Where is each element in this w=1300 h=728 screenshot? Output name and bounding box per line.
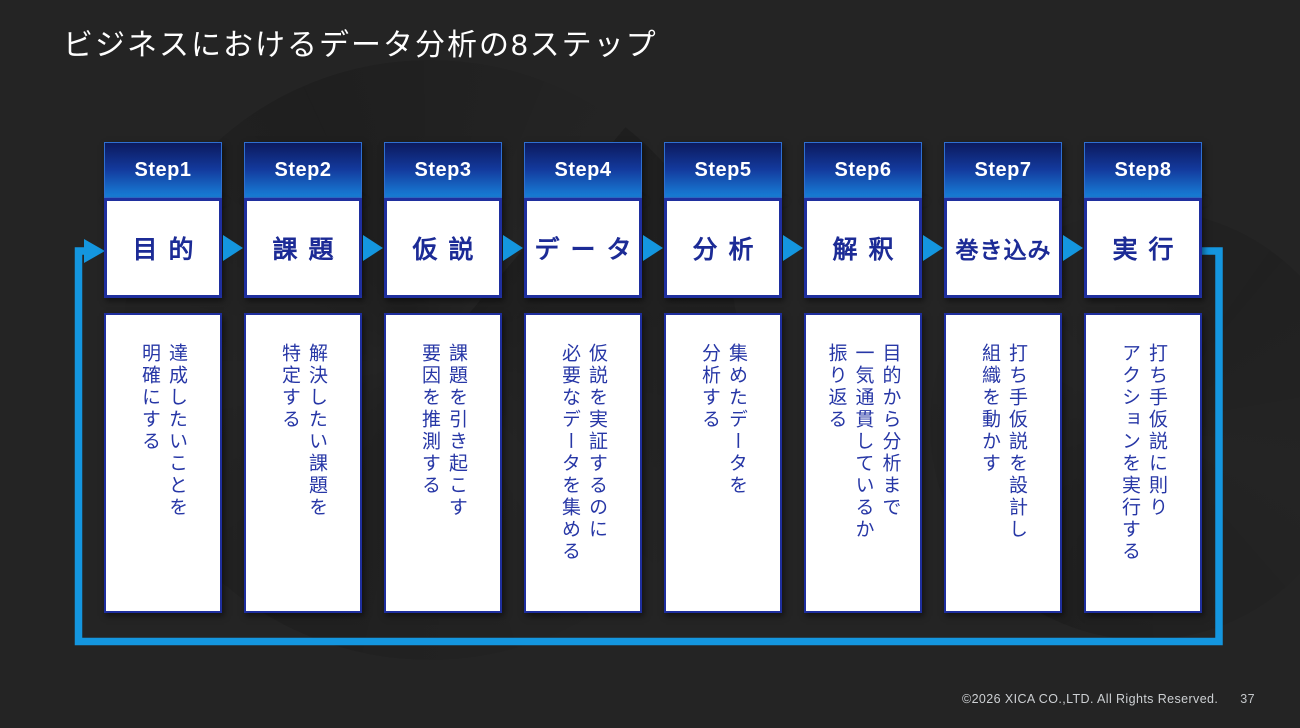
step-keyword: 巻き込み (955, 237, 1052, 263)
step-description: 打ち手仮説に則り アクションを実行する (1119, 343, 1167, 563)
step-keyword: 仮説 (412, 236, 485, 264)
step-keyword: 分析 (692, 236, 765, 264)
step-column-7: Step7 巻き込み 打ち手仮説を設計し 組織を動かす (944, 142, 1083, 613)
step-label: Step6 (834, 158, 892, 181)
step-description: 課題を引き起こす 要因を推測する (419, 343, 467, 519)
step-header: Step2 (244, 142, 362, 198)
step-header: Step8 (1084, 142, 1202, 198)
step-description-box: 課題を引き起こす 要因を推測する (384, 313, 502, 613)
step-column-2: Step2 課題 解決したい課題を 特定する (244, 142, 383, 613)
page-number: 37 (1240, 692, 1255, 706)
step-keyword: 課題 (272, 236, 345, 264)
loop-arrowhead-icon (84, 239, 105, 263)
step-keyword: 解釈 (832, 236, 905, 264)
step-label: Step5 (694, 158, 752, 181)
step-keyword: 目的 (132, 236, 205, 264)
step-keyword: データ (534, 236, 643, 264)
step-description-box: 打ち手仮説を設計し 組織を動かす (944, 313, 1062, 613)
step-keyword: 実行 (1112, 236, 1185, 264)
page-title: ビジネスにおけるデータ分析の8ステップ (63, 29, 658, 62)
step-label: Step4 (554, 158, 612, 181)
step-header: Step4 (524, 142, 642, 198)
step-description-box: 集めたデータを 分析する (664, 313, 782, 613)
next-step-arrow-icon (783, 235, 803, 261)
step-label: Step7 (974, 158, 1032, 181)
step-keyword-box: 実行 (1084, 198, 1202, 298)
step-header: Step7 (944, 142, 1062, 198)
step-label: Step1 (134, 158, 192, 181)
step-column-3: Step3 仮説 課題を引き起こす 要因を推測する (384, 142, 523, 613)
step-column-8: Step8 実行 打ち手仮説に則り アクションを実行する (1084, 142, 1202, 613)
step-column-1: Step1 目的 達成したいことを 明確にする (104, 142, 243, 613)
step-column-6: Step6 解釈 目的から分析まで 一気通貫しているか 振り返る (804, 142, 943, 613)
step-description-box: 打ち手仮説に則り アクションを実行する (1084, 313, 1202, 613)
step-header: Step1 (104, 142, 222, 198)
next-step-arrow-icon (1063, 235, 1083, 261)
step-description-box: 目的から分析まで 一気通貫しているか 振り返る (804, 313, 922, 613)
step-label: Step2 (274, 158, 332, 181)
step-keyword-box: 課題 (244, 198, 362, 298)
next-step-arrow-icon (363, 235, 383, 261)
step-keyword-box: 目的 (104, 198, 222, 298)
step-column-4: Step4 データ 仮説を実証するのに 必要なデータを集める (524, 142, 663, 613)
step-keyword-box: 巻き込み (944, 198, 1062, 298)
step-keyword-box: 仮説 (384, 198, 502, 298)
step-description: 達成したいことを 明確にする (139, 343, 187, 519)
step-keyword-box: データ (524, 198, 642, 298)
step-header: Step3 (384, 142, 502, 198)
step-description-box: 解決したい課題を 特定する (244, 313, 362, 613)
step-header: Step5 (664, 142, 782, 198)
step-keyword-box: 分析 (664, 198, 782, 298)
steps-row: Step1 目的 達成したいことを 明確にする Step2 課題 解決したい課題… (104, 142, 1202, 613)
next-step-arrow-icon (503, 235, 523, 261)
step-description: 目的から分析まで 一気通貫しているか 振り返る (825, 343, 901, 541)
next-step-arrow-icon (223, 235, 243, 261)
next-step-arrow-icon (643, 235, 663, 261)
copyright-text: ©2026 XICA CO.,LTD. All Rights Reserved. (961, 692, 1219, 706)
step-description: 集めたデータを 分析する (699, 343, 747, 497)
step-label: Step3 (414, 158, 472, 181)
step-description: 仮説を実証するのに 必要なデータを集める (559, 343, 607, 563)
step-label: Step8 (1114, 158, 1172, 181)
next-step-arrow-icon (923, 235, 943, 261)
step-header: Step6 (804, 142, 922, 198)
step-keyword-box: 解釈 (804, 198, 922, 298)
step-description: 打ち手仮説を設計し 組織を動かす (979, 343, 1027, 541)
step-description-box: 仮説を実証するのに 必要なデータを集める (524, 313, 642, 613)
step-description: 解決したい課題を 特定する (279, 343, 327, 519)
step-column-5: Step5 分析 集めたデータを 分析する (664, 142, 803, 613)
slide-footer: ©2026 XICA CO.,LTD. All Rights Reserved.… (962, 692, 1255, 706)
step-description-box: 達成したいことを 明確にする (104, 313, 222, 613)
